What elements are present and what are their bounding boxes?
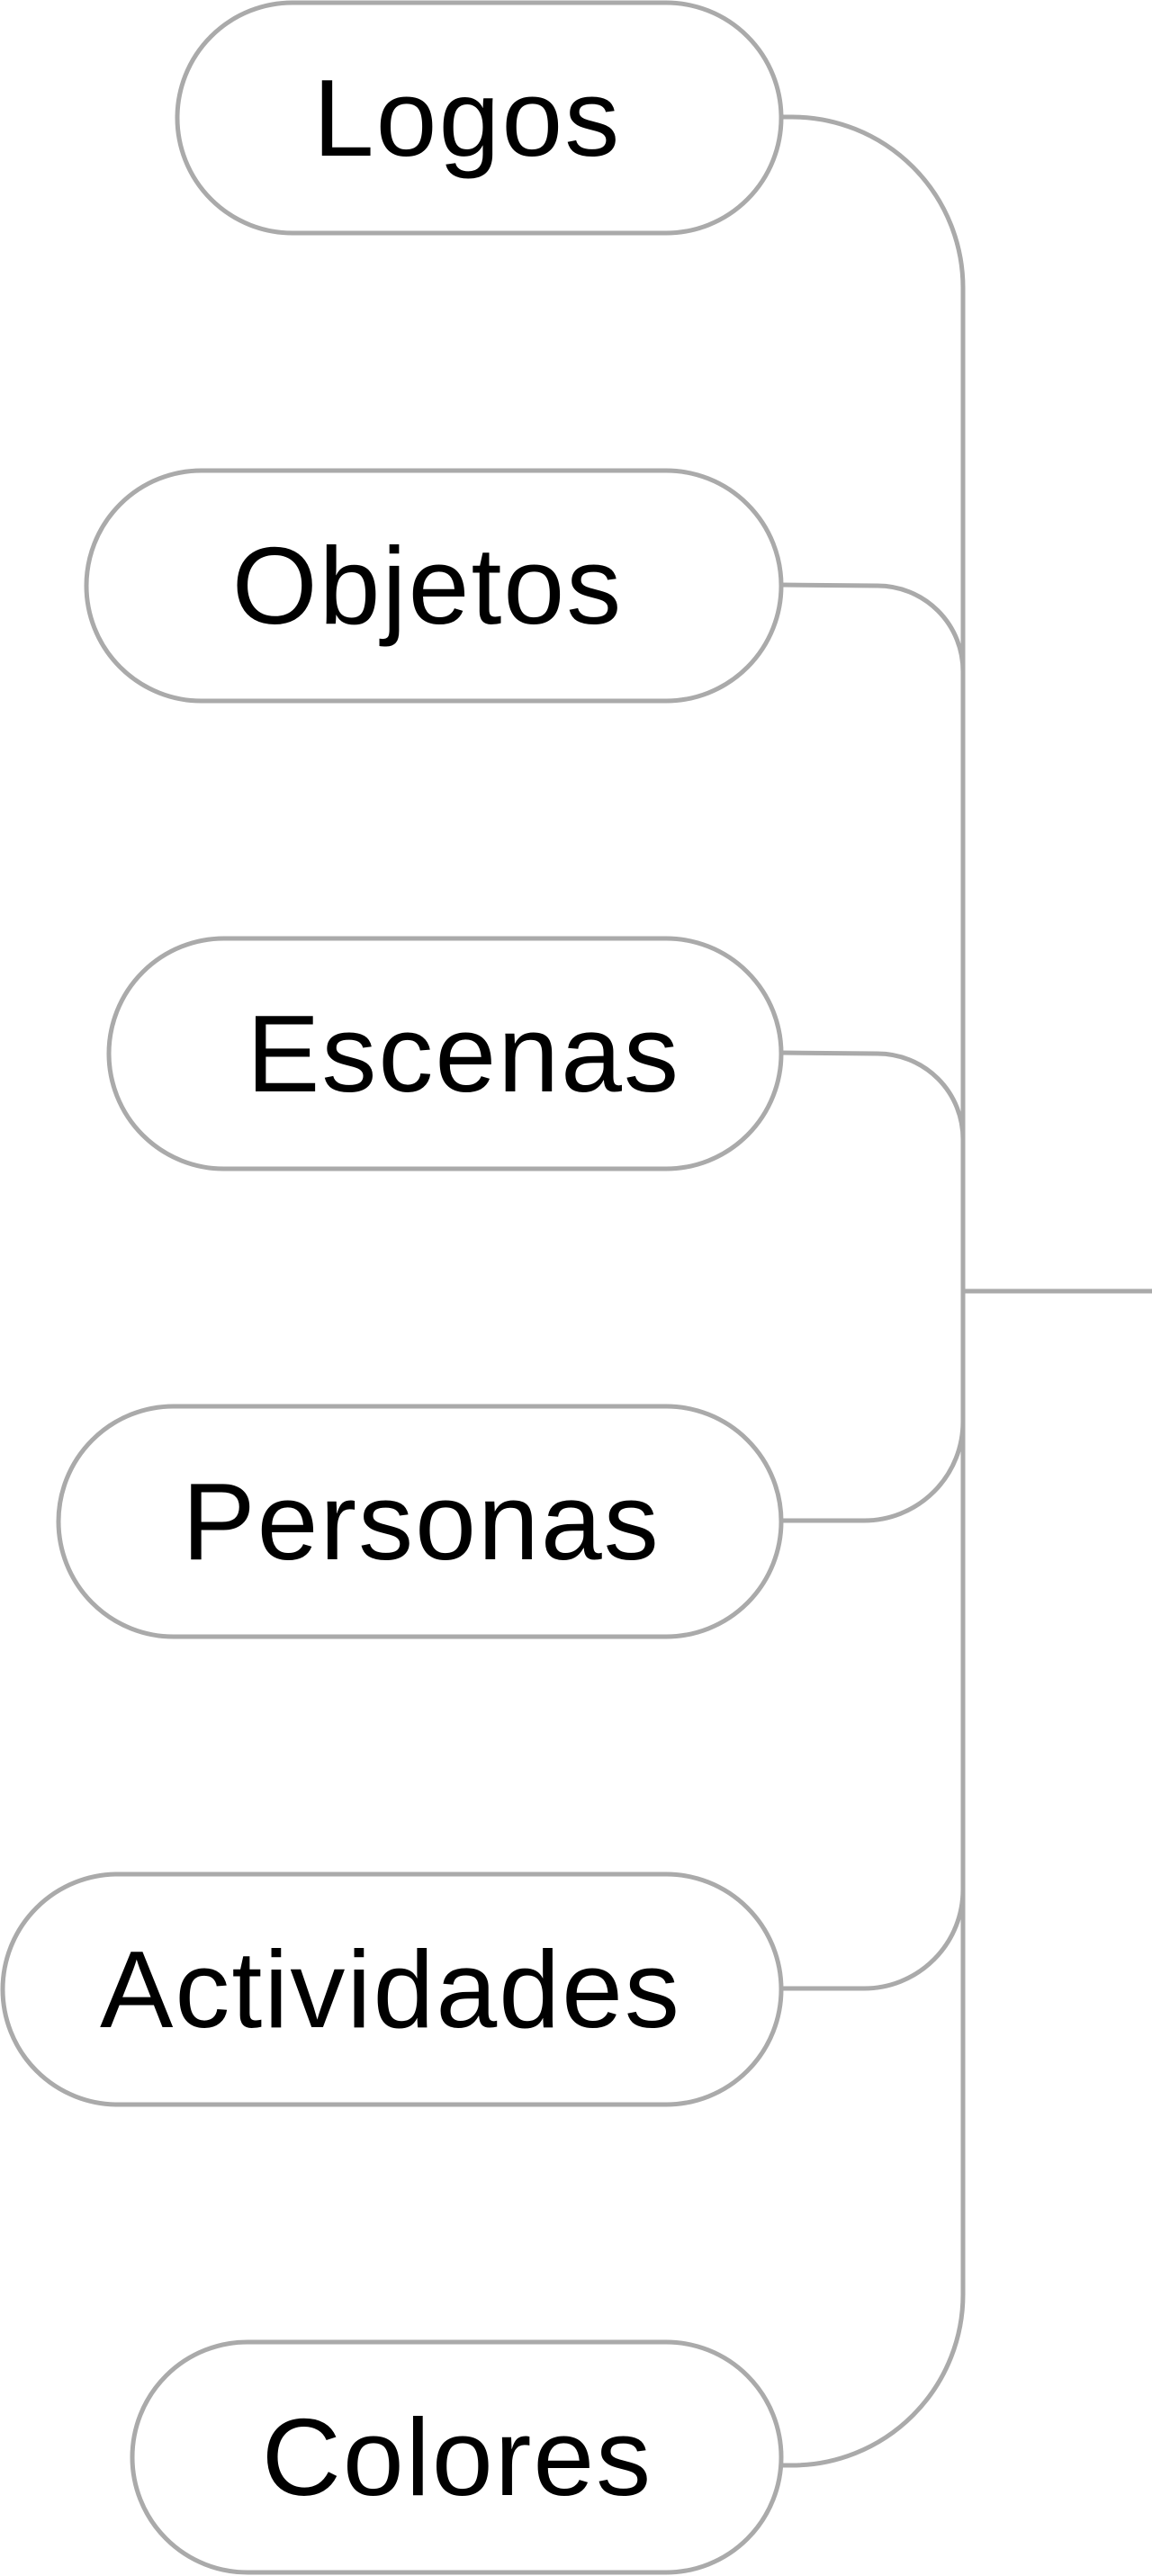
node-pill <box>106 936 784 1171</box>
node-colores: Colores <box>130 2339 784 2575</box>
connector-actividades <box>781 1889 966 1991</box>
node-personas: Personas <box>56 1404 784 1639</box>
node-label: Objetos <box>232 525 623 647</box>
connector-colores <box>781 2293 966 2468</box>
connector-logos <box>781 114 966 289</box>
node-label: Logos <box>313 57 621 179</box>
connector-personas <box>781 1421 966 1523</box>
node-logos: Logos <box>175 0 784 236</box>
connectors <box>780 114 1152 2468</box>
node-actividades: Actividades <box>0 1871 784 2107</box>
node-pill <box>84 468 784 704</box>
node-label: Escenas <box>247 992 680 1115</box>
node-objetos: Objetos <box>84 468 784 704</box>
node-label: Actividades <box>100 1928 681 2051</box>
node-escenas: Escenas <box>106 936 784 1171</box>
node-label: Colores <box>262 2396 652 2518</box>
node-pill <box>175 0 784 236</box>
node-pill <box>56 1404 784 1639</box>
node-label: Personas <box>182 1460 660 1583</box>
connector-escenas <box>780 1050 966 1140</box>
connector-objetos <box>780 582 966 672</box>
node-pill <box>0 1871 784 2107</box>
node-pill <box>130 2339 784 2575</box>
